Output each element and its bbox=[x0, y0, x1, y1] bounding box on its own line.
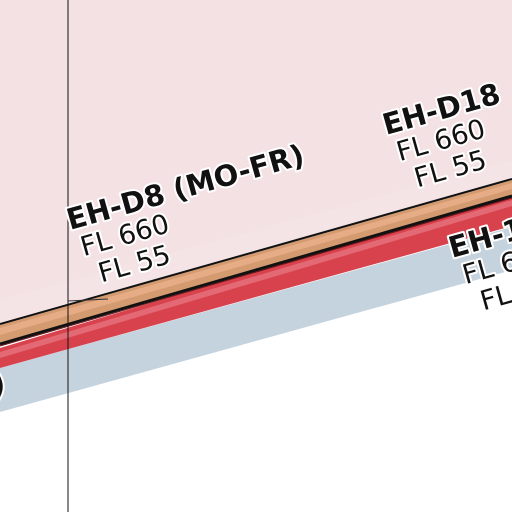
area-boundary-line-thick bbox=[0, 194, 512, 346]
restricted-area-zone-inner bbox=[0, 160, 512, 323]
left-edge-label-fragment: ) bbox=[0, 369, 5, 403]
label-anchor-tick bbox=[67, 298, 109, 302]
restricted-area-zone[interactable] bbox=[0, 0, 512, 323]
buffer-band-blue bbox=[0, 227, 512, 412]
buffer-band-red-light bbox=[0, 200, 512, 358]
buffer-band-orange-light bbox=[0, 183, 512, 335]
area-boundary-line-thin bbox=[0, 197, 512, 347]
